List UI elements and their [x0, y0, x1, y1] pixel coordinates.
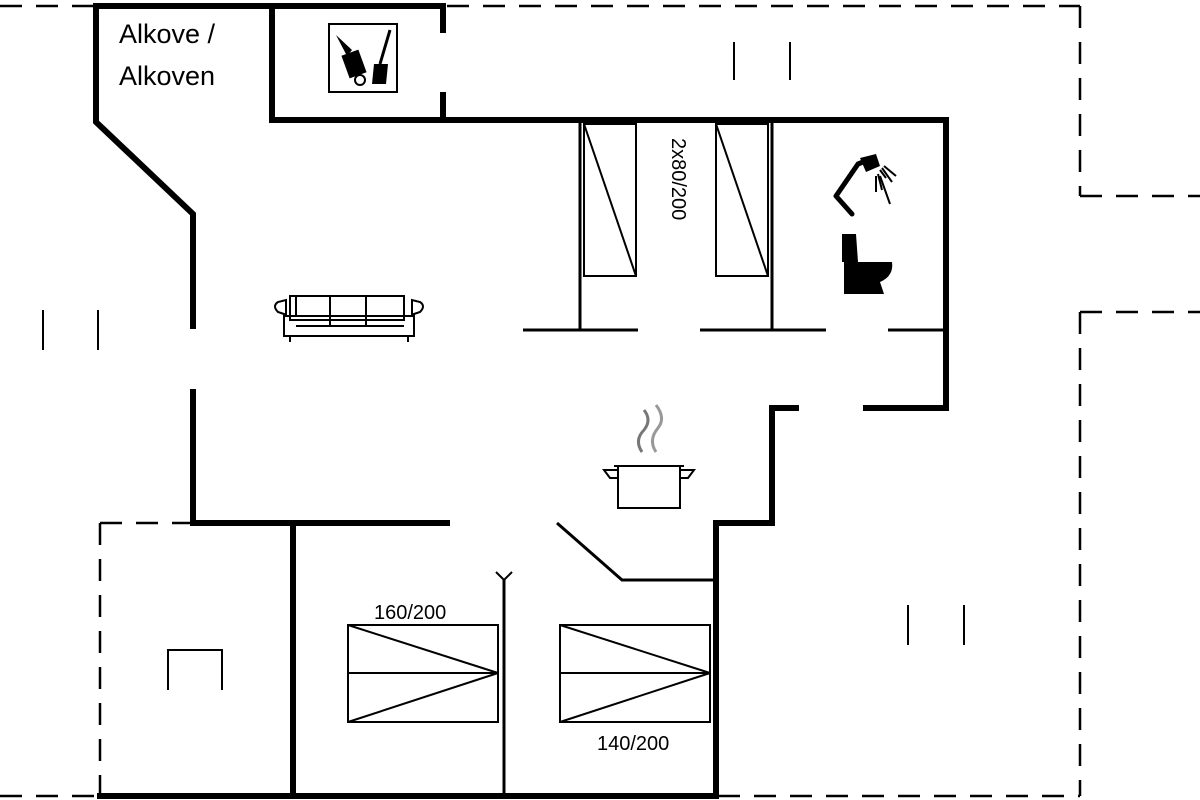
alcove-label-line1: Alkove /	[119, 19, 216, 49]
bed-140	[559, 624, 711, 723]
outdoor-shelf	[167, 649, 223, 690]
sofa-icon	[274, 295, 424, 342]
shower-icon	[833, 154, 897, 217]
bed-size-160: 160/200	[374, 602, 446, 624]
bunk-bed-right	[715, 123, 769, 277]
walls	[93, 3, 949, 799]
bed-size-140: 140/200	[597, 733, 669, 755]
cooking-pot-icon	[602, 404, 696, 509]
bed-160	[347, 624, 499, 723]
toilet-icon	[842, 234, 893, 294]
partitions	[523, 120, 946, 332]
windows	[42, 42, 965, 645]
cleaning-tools-icon	[328, 23, 398, 93]
bed-size-2x80: 2x80/200	[667, 138, 689, 220]
bunk-bed-left	[583, 123, 637, 277]
alcove-label-line2: Alkoven	[119, 61, 215, 91]
exterior-outline	[0, 4, 1200, 798]
